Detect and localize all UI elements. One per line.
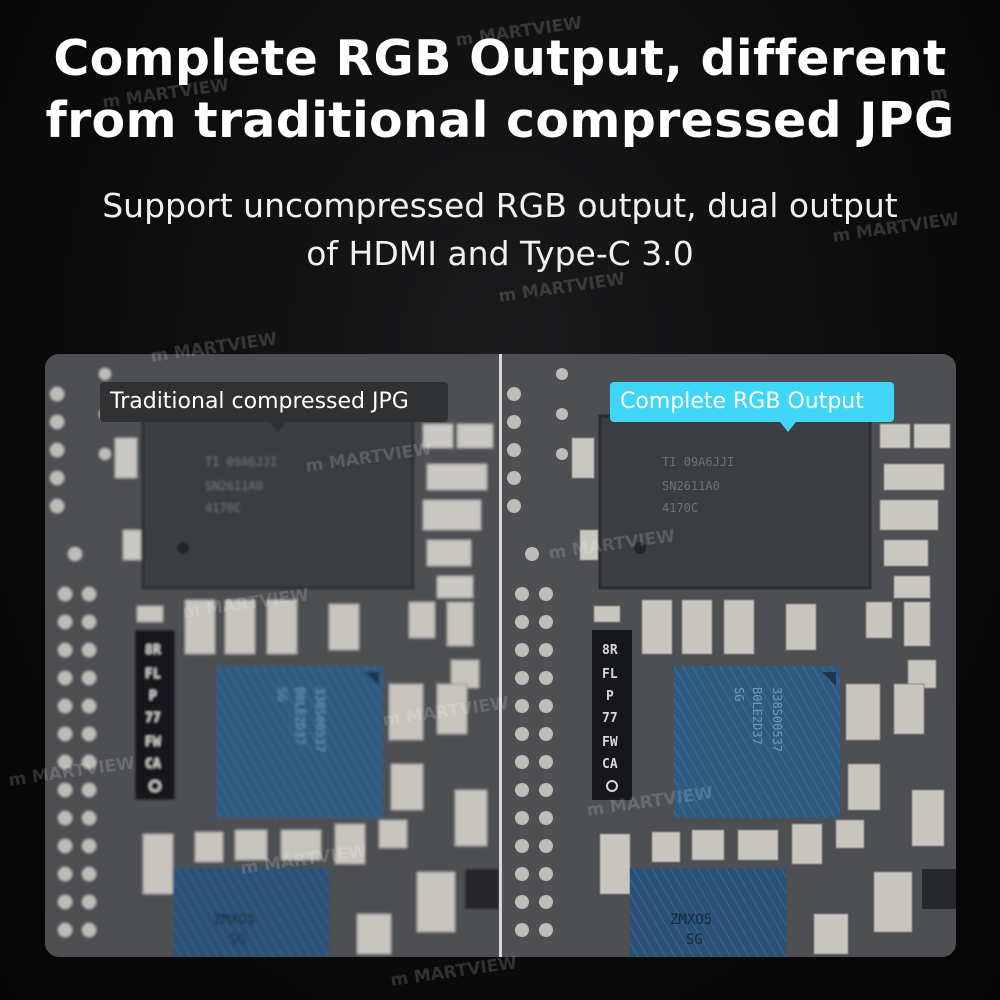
watermark-logo: m MARTVIEW <box>389 953 519 991</box>
comparison-divider <box>499 354 502 957</box>
jpg-label: Traditional compressed JPG <box>100 382 448 432</box>
subheadline-line-1: Support uncompressed RGB output, dual ou… <box>102 186 898 225</box>
headline-line-2: from traditional compressed JPG <box>45 92 955 149</box>
watermark-logo: m <box>928 82 950 106</box>
comparison-image: TI 09A6JJI SN2611A0 4170C <box>45 354 956 957</box>
headline-line-1: Complete RGB Output, different <box>53 30 947 87</box>
subheadline-line-2: of HDMI and Type-C 3.0 <box>306 234 694 273</box>
rgb-label: Complete RGB Output <box>610 382 894 432</box>
subheadline: Support uncompressed RGB output, dual ou… <box>0 182 1000 278</box>
headline: Complete RGB Output, different from trad… <box>0 28 1000 152</box>
